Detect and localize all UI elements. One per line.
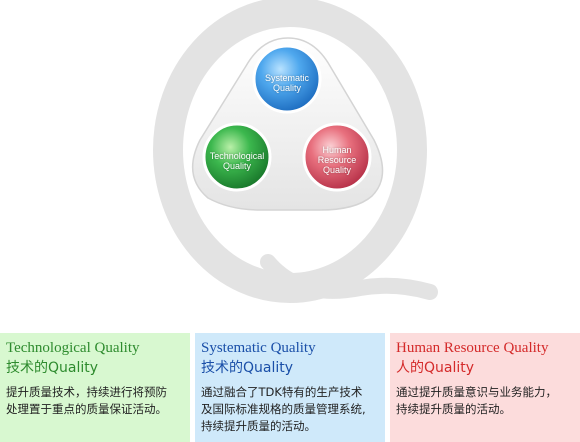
human-resource-circle-line-1: Human	[322, 145, 352, 155]
systematic-description: 通过融合了TDK特有的生产技术 及国际标准规格的质量管理系统, 持续提升质量的活…	[201, 384, 379, 435]
technological-quality-panel: Technological Quality 技术的Quality 提升质量技术，…	[0, 333, 190, 442]
systematic-title-en: Systematic Quality	[201, 340, 316, 356]
systematic-title-cn: 技术的Quality	[201, 360, 294, 376]
human-resource-desc-line-1: 通过提升质量意识与业务能力，	[396, 385, 557, 399]
human-resource-circle-line-2: Resource	[317, 155, 357, 165]
quality-diagram: Systematic Quality Technological Quality…	[153, 0, 438, 303]
human-resource-circle	[302, 122, 372, 192]
technological-title-cn: 技术的Quality	[6, 360, 99, 376]
systematic-quality-panel: Systematic Quality 技术的Quality 通过融合了TDK特有…	[195, 333, 385, 442]
technological-circle-line-1: Technological	[209, 151, 265, 161]
human-resource-circle-line-3: Quality	[322, 165, 351, 175]
human-resource-description: 通过提升质量意识与业务能力， 持续提升质量的活动。	[396, 384, 574, 418]
human-resource-quality-panel: Human Resource Quality 人的Quality 通过提升质量意…	[390, 333, 580, 442]
systematic-circle-line-1: Systematic	[264, 73, 309, 83]
systematic-circle-label: Systematic Quality	[252, 73, 322, 93]
technological-desc-line-2: 处理置于重点的质量保证活动。	[6, 402, 167, 416]
q-watermark-graphic	[153, 0, 438, 303]
technological-description: 提升质量技术，持续进行将预防 处理置于重点的质量保证活动。	[6, 384, 184, 418]
technological-title-en: Technological Quality	[6, 340, 140, 356]
human-resource-circle-label: Human Resource Quality	[302, 145, 372, 175]
technological-desc-line-1: 提升质量技术，持续进行将预防	[6, 385, 167, 399]
technological-circle-line-2: Quality	[222, 161, 251, 171]
systematic-desc-line-2: 及国际标准规格的质量管理系统,	[201, 402, 366, 416]
systematic-circle	[252, 44, 322, 114]
systematic-desc-line-1: 通过融合了TDK特有的生产技术	[201, 385, 363, 399]
systematic-circle-line-2: Quality	[272, 83, 301, 93]
technological-circle	[202, 122, 272, 192]
human-resource-title-cn: 人的Quality	[396, 360, 475, 376]
human-resource-desc-line-2: 持续提升质量的活动。	[396, 402, 511, 416]
human-resource-title-en: Human Resource Quality	[396, 340, 549, 356]
technological-circle-label: Technological Quality	[202, 151, 272, 171]
systematic-desc-line-3: 持续提升质量的活动。	[201, 419, 316, 433]
quality-diagram-graphic	[153, 0, 438, 303]
